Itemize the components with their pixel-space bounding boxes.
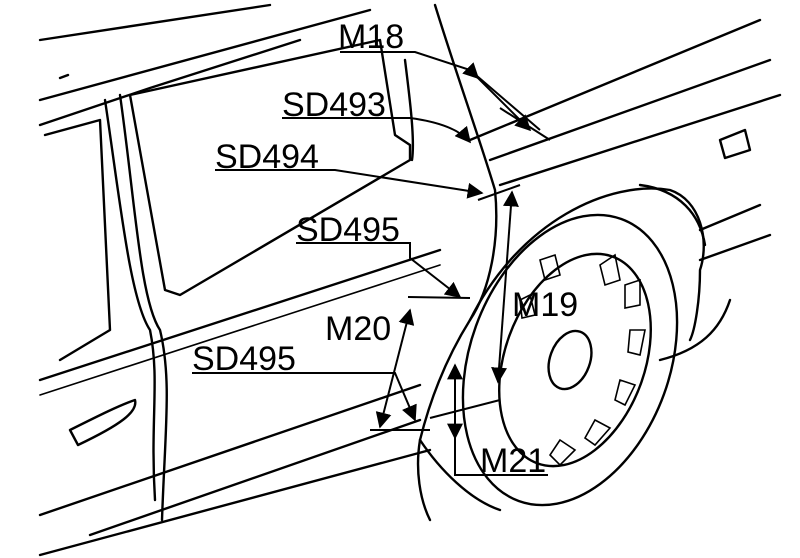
car-body-illustration <box>38 3 782 557</box>
callout-labels: M18 SD493 SD494 SD495 M19 M20 SD495 M21 <box>192 18 578 480</box>
label-sd495-lower: SD495 <box>192 340 296 378</box>
label-m19: M19 <box>512 286 578 324</box>
label-m18: M18 <box>338 18 404 56</box>
leader-lines <box>192 51 551 476</box>
label-sd493: SD493 <box>282 86 386 124</box>
label-sd495-upper: SD495 <box>296 211 400 249</box>
label-sd494: SD494 <box>215 138 319 176</box>
label-m20: M20 <box>325 310 391 348</box>
label-m21: M21 <box>480 442 546 480</box>
